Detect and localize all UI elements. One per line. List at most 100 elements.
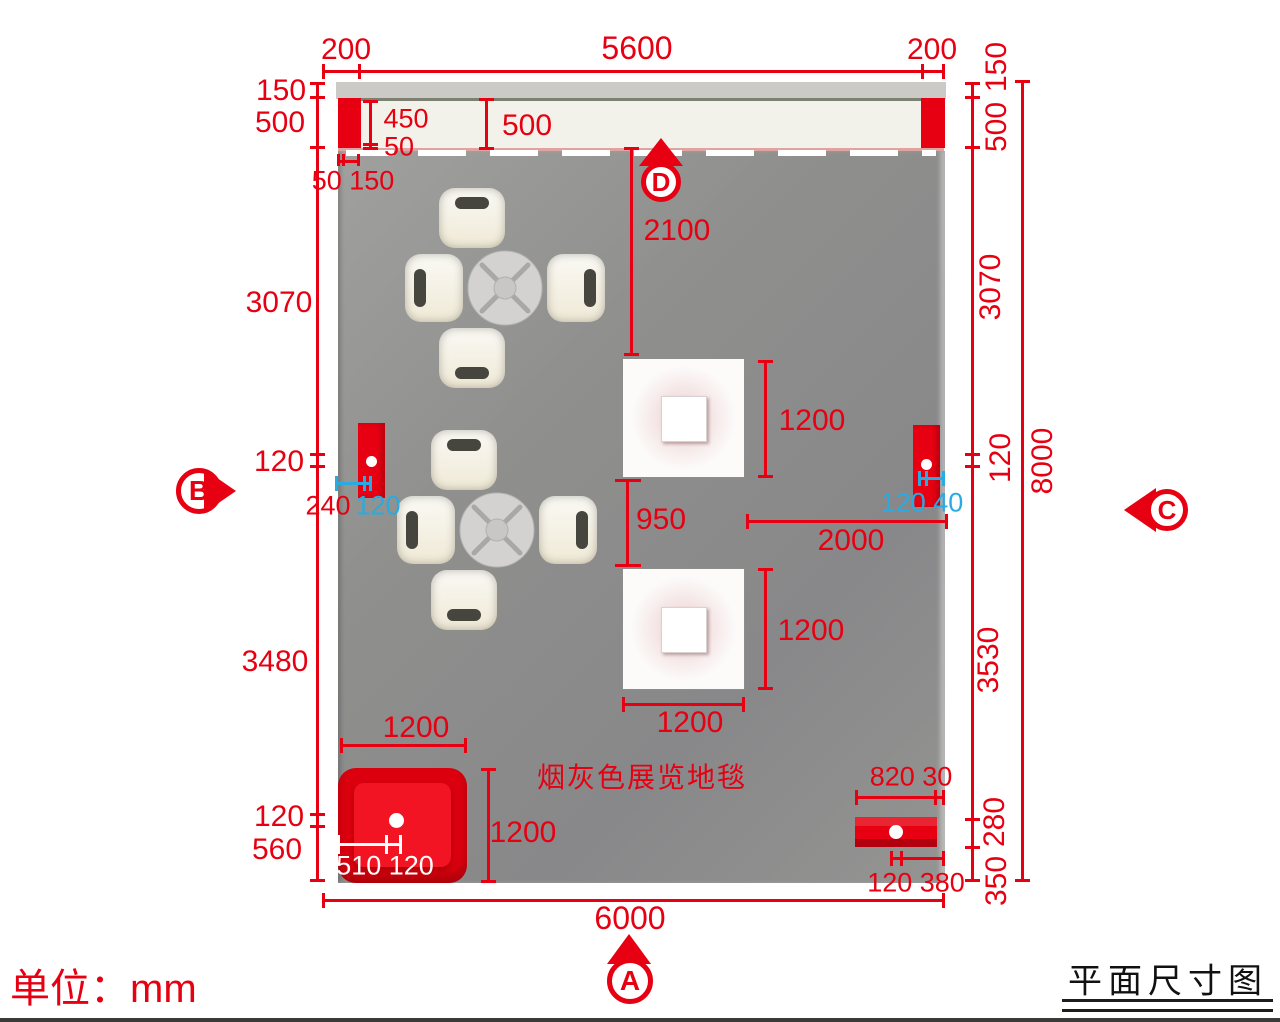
- dim-label-bottom-6000: 6000: [594, 900, 666, 936]
- dim-label-240: 240: [305, 490, 351, 521]
- arrow-up-icon: [639, 138, 683, 166]
- round-table-icon: [467, 250, 543, 326]
- chair-handle-slot: [455, 367, 489, 379]
- round-table-icon: [459, 492, 535, 568]
- chair-handle-slot: [576, 511, 588, 549]
- marker-a: A: [607, 958, 653, 1004]
- dim-line-sofa-width: [340, 738, 467, 753]
- dim-line-510-120: [337, 835, 402, 854]
- marker-c-letter: C: [1157, 494, 1177, 525]
- red-sofa: [338, 768, 467, 883]
- dim-label-inner-500: 500: [501, 109, 553, 142]
- dim-line-2000: [746, 514, 948, 529]
- dim-line-pillar-right: [918, 471, 945, 486]
- top-wall-strip: [336, 82, 946, 99]
- dim-label-pillar-right-120-40: 120 40: [880, 487, 964, 518]
- chair-handle-slot: [455, 197, 489, 209]
- marker-a-letter: A: [619, 965, 641, 996]
- dim-line-pillar-left: [335, 476, 372, 491]
- title-underline-1: [1062, 999, 1273, 1002]
- dim-label-left-560: 560: [251, 833, 303, 866]
- dim-label-right-150: 150: [980, 41, 1013, 93]
- display-pedestal: [661, 396, 707, 442]
- dim-line-bottom-6000: [322, 893, 945, 908]
- dim-label-50-150: 50 150: [311, 165, 395, 196]
- dim-label-left-500: 500: [254, 106, 306, 139]
- dim-line-square-width: [622, 697, 745, 712]
- marker-d-letter: D: [651, 166, 671, 197]
- dim-label-left-3070: 3070: [245, 286, 313, 319]
- dim-label-120-380: 120 380: [867, 867, 965, 898]
- dim-label-right-500: 500: [980, 101, 1013, 153]
- dim-label-top-5600: 5600: [601, 30, 673, 66]
- chair-north: [431, 430, 497, 490]
- drawing-title: 平面尺寸图: [1068, 962, 1268, 1001]
- dim-line-sofa-height: [481, 768, 496, 883]
- chair-west: [405, 254, 463, 322]
- dim-line-total-8000: [1015, 80, 1030, 882]
- display-pedestal: [661, 607, 707, 653]
- dim-label-2000: 2000: [817, 524, 885, 557]
- red-pillar-right: [913, 425, 940, 507]
- dim-label-square-width-1200: 1200: [656, 706, 724, 739]
- dim-label-2100: 2100: [643, 214, 711, 247]
- dim-label-left-120-lower: 120: [253, 800, 305, 833]
- arrow-right-icon: [204, 469, 236, 513]
- dim-label-50: 50: [383, 131, 415, 162]
- chair-handle-slot: [406, 511, 418, 549]
- marker-c: C: [1146, 489, 1188, 531]
- dim-label-top-left-200: 200: [320, 33, 372, 66]
- chair-east: [547, 254, 605, 322]
- dim-label-left-3480: 3480: [241, 645, 309, 678]
- dim-line-left-chain: [310, 82, 325, 882]
- units-label: 单位：mm: [10, 967, 197, 1011]
- chair-south: [431, 570, 497, 630]
- dim-label-left-150: 150: [255, 74, 307, 107]
- dim-label-right-280: 280: [978, 796, 1011, 848]
- dim-label-right-120: 120: [984, 432, 1017, 484]
- dim-line-120-380: [890, 851, 945, 866]
- dim-label-right-3070: 3070: [974, 253, 1007, 321]
- dim-label-sofa-width-1200: 1200: [382, 711, 450, 744]
- marker-d: D: [641, 162, 681, 202]
- dim-label-left-120-upper: 120: [253, 445, 305, 478]
- red-block-right: [921, 98, 945, 148]
- round-table-set-top: [405, 188, 605, 388]
- chair-north: [439, 188, 505, 248]
- dim-line-50-150: [337, 154, 360, 166]
- chair-handle-slot: [447, 439, 481, 451]
- chair-handle-slot: [414, 269, 426, 307]
- red-counter-block: [855, 817, 937, 847]
- red-block-left: [338, 98, 361, 148]
- chair-handle-slot: [447, 609, 481, 621]
- dim-line-950: [615, 479, 641, 567]
- carpet-label: 烟灰色展览地毯: [536, 762, 748, 793]
- dim-label-sofa-height-1200: 1200: [489, 816, 557, 849]
- page-bottom-rule: [0, 1018, 1280, 1022]
- dim-label-square-upper-1200: 1200: [778, 404, 846, 437]
- dim-line-500-inner: [479, 98, 494, 150]
- dim-line-top: [322, 64, 945, 79]
- dim-label-top-right-200: 200: [906, 33, 958, 66]
- dim-label-right-350: 350: [980, 855, 1013, 907]
- dim-line-2100: [624, 147, 639, 356]
- dim-label-square-lower-1200: 1200: [777, 614, 845, 647]
- chair-south: [439, 328, 505, 388]
- dim-line-450-50: [363, 100, 378, 150]
- dim-label-950: 950: [635, 503, 687, 536]
- dim-label-820-30: 820 30: [869, 761, 953, 792]
- sofa-point: [389, 813, 404, 828]
- chair-east: [539, 496, 597, 564]
- dim-line-820-30: [855, 790, 945, 805]
- dim-line-1200-upper: [758, 360, 773, 478]
- dim-label-total-8000: 8000: [1026, 427, 1059, 495]
- chair-handle-slot: [584, 269, 596, 307]
- dim-label-510-120: 510 120: [336, 850, 434, 881]
- square-display-table-lower: [622, 568, 745, 690]
- title-underline-2: [1062, 1009, 1273, 1012]
- pillar-point: [366, 456, 377, 467]
- dim-line-1200-lower: [758, 568, 773, 690]
- pillar-point: [921, 459, 932, 470]
- dim-label-right-3530: 3530: [972, 626, 1005, 694]
- dim-label-450: 450: [383, 103, 429, 134]
